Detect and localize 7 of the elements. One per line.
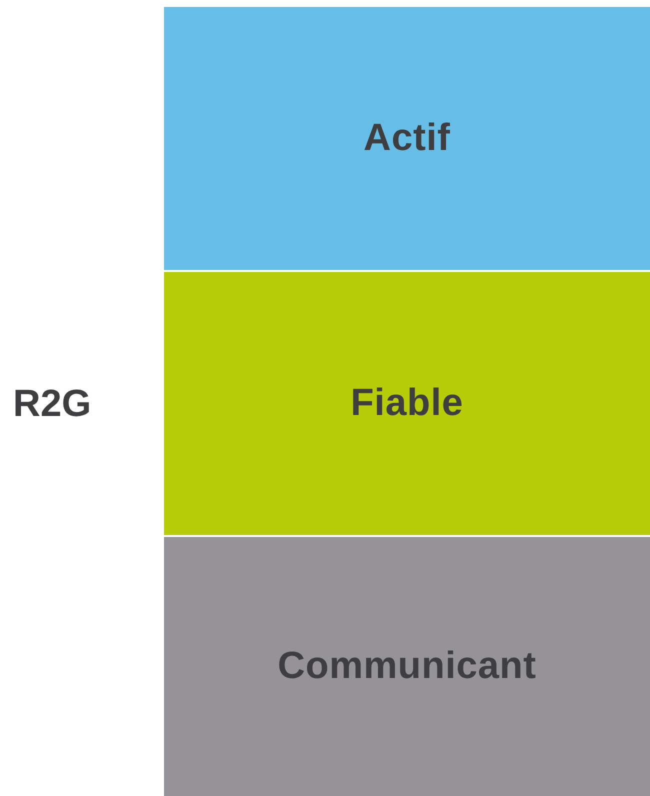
band-title: Actif: [364, 117, 450, 160]
group-label: R2G: [13, 383, 92, 426]
category-band: [164, 272, 650, 535]
band-title: Fiable: [350, 382, 464, 425]
category-band: [164, 7, 650, 270]
category-band: [164, 537, 650, 796]
band-title: Communicant: [278, 645, 536, 688]
